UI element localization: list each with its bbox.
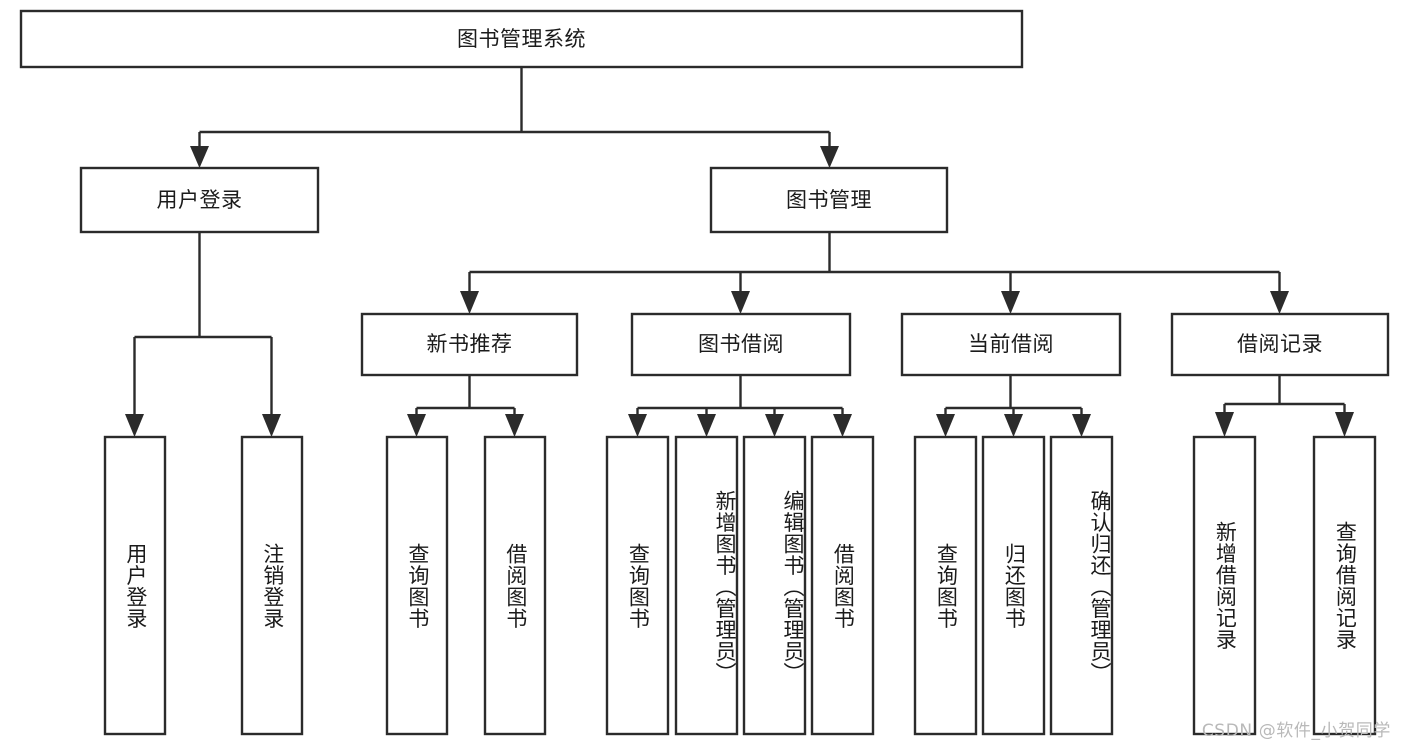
node-box-leaf-cb-2[interactable] [981,435,1046,736]
arrow-head-leaf-bb-1 [628,414,647,437]
arrow-head-leaf-bb-4 [833,414,852,437]
arrow-head-user-login [190,146,209,168]
node-box-leaf-cb-3[interactable] [1049,435,1114,736]
arrow-head-borrow-records [1270,291,1289,314]
arrow-head-leaf-user-login-2 [262,414,281,437]
node-box-leaf-br-2[interactable] [1312,435,1377,736]
arrow-head-current-borrow [1001,291,1020,314]
arrow-head-leaf-bb-2 [697,414,716,437]
arrow-head-new-book [460,291,479,314]
node-box-leaf-br-1[interactable] [1192,435,1257,736]
node-box-leaf-newbook-2[interactable] [483,435,547,736]
arrow-head-leaf-br-1 [1215,412,1234,437]
node-box-leaf-cb-1[interactable] [913,435,978,736]
node-box-leaf-bb-3[interactable] [742,435,807,736]
node-box-root[interactable] [19,9,1024,69]
arrow-head-leaf-bb-3 [765,414,784,437]
arrow-head-leaf-newbook-2 [505,414,524,437]
node-box-leaf-bb-2[interactable] [674,435,739,736]
arrow-head-book-manage [820,146,839,168]
arrow-head-leaf-br-2 [1335,412,1354,437]
node-box-leaf-bb-1[interactable] [605,435,670,736]
node-box-leaf-newbook-1[interactable] [385,435,449,736]
node-box-current-borrow[interactable] [900,312,1122,377]
csdn-watermark: CSDN @软件_小贺同学 [1201,721,1391,741]
arrow-head-leaf-cb-1 [936,414,955,437]
node-box-leaf-user-login-2[interactable] [240,435,304,736]
arrow-head-book-borrow [731,291,750,314]
arrow-head-leaf-cb-3 [1072,414,1091,437]
node-box-book-borrow[interactable] [630,312,852,377]
arrow-head-leaf-user-login-1 [125,414,144,437]
node-box-leaf-user-login-1[interactable] [103,435,167,736]
node-box-leaf-bb-4[interactable] [810,435,875,736]
node-box-book-manage[interactable] [709,166,949,234]
arrow-head-leaf-cb-2 [1004,414,1023,437]
node-box-new-book-recommend[interactable] [360,312,579,377]
node-box-user-login[interactable] [79,166,320,234]
arrow-head-leaf-newbook-1 [407,414,426,437]
node-box-borrow-records[interactable] [1170,312,1390,377]
